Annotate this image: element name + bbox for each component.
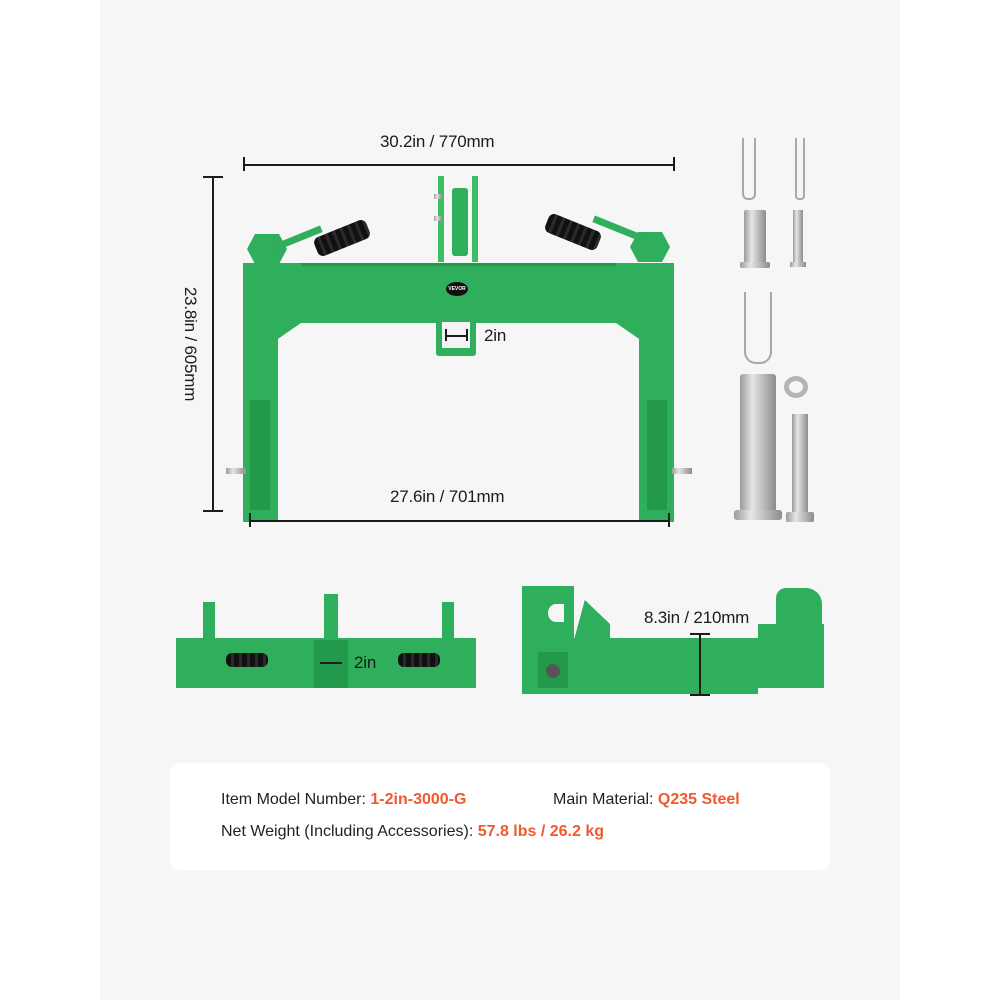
top-view-dimension-line bbox=[320, 662, 342, 664]
latch-plate-left bbox=[247, 234, 287, 264]
spec-weight: Net Weight (Including Accessories): 57.8… bbox=[221, 823, 604, 841]
dimension-tick bbox=[668, 513, 670, 527]
overall-width-label: 30.2in / 770mm bbox=[380, 132, 495, 151]
hex-bolt bbox=[792, 414, 808, 514]
overall-width-line bbox=[243, 164, 674, 166]
dimension-tick bbox=[673, 157, 675, 171]
spec-model-label: Item Model Number: bbox=[221, 791, 371, 808]
left-hook bbox=[250, 400, 270, 510]
clevis-pin-head bbox=[734, 510, 782, 520]
top-view-mast bbox=[324, 594, 338, 644]
dimension-tick bbox=[466, 329, 468, 341]
dimension-tick bbox=[249, 513, 251, 527]
cotter-pin-thin bbox=[795, 138, 805, 200]
crossbar-edge bbox=[243, 263, 674, 266]
hex-nut bbox=[784, 376, 808, 398]
depth-dimension-line bbox=[699, 634, 701, 696]
overall-height-label: 23.8in / 605mm bbox=[181, 286, 200, 402]
dimension-tick bbox=[243, 157, 245, 171]
pin-right bbox=[672, 468, 692, 474]
cotter-pin-small bbox=[742, 138, 756, 200]
dimension-tick bbox=[203, 176, 223, 178]
top-view-receiver bbox=[314, 640, 348, 688]
hitch-pin-clip bbox=[744, 292, 772, 364]
clevis-pin-small bbox=[744, 210, 766, 266]
top-view-latch bbox=[442, 602, 454, 642]
spec-model-value: 1-2in-3000-G bbox=[370, 791, 467, 808]
spec-card: Item Model Number: 1-2in-3000-G Main Mat… bbox=[170, 763, 830, 870]
bolt bbox=[434, 216, 442, 221]
top-view-grip-left bbox=[226, 653, 268, 667]
top-view-latch bbox=[203, 602, 215, 642]
brand-logo: VEVOR bbox=[446, 282, 468, 296]
inner-width-line bbox=[249, 520, 669, 522]
spec-model: Item Model Number: 1-2in-3000-G bbox=[221, 791, 466, 809]
dimension-tick bbox=[203, 510, 223, 512]
mast-link bbox=[452, 188, 468, 256]
spec-material-label: Main Material: bbox=[553, 791, 658, 808]
receiver-dimension-line bbox=[445, 335, 467, 337]
dimension-tick bbox=[690, 633, 710, 635]
side-view-rear-plate bbox=[758, 624, 824, 688]
spec-weight-label: Net Weight (Including Accessories): bbox=[221, 823, 478, 840]
dimension-tick bbox=[690, 694, 710, 696]
spec-weight-value: 57.8 lbs / 26.2 kg bbox=[477, 823, 604, 840]
hook-notch bbox=[548, 604, 564, 622]
top-view-grip-right bbox=[398, 653, 440, 667]
inner-width-label: 27.6in / 701mm bbox=[390, 487, 505, 506]
dimension-tick bbox=[445, 329, 447, 341]
bolt bbox=[434, 194, 442, 199]
depth-label: 8.3in / 210mm bbox=[644, 608, 750, 627]
clevis-pin-thin bbox=[793, 210, 803, 266]
receiver-size-label: 2in bbox=[484, 326, 507, 345]
side-view-rear-hook bbox=[776, 588, 822, 626]
right-hook bbox=[647, 400, 667, 510]
spec-material-value: Q235 Steel bbox=[657, 791, 740, 808]
spec-material: Main Material: Q235 Steel bbox=[553, 791, 740, 809]
top-view-receiver-label: 2in bbox=[354, 653, 377, 672]
clevis-pin-large bbox=[740, 374, 776, 512]
pin-left bbox=[226, 468, 246, 474]
side-view-bolt bbox=[546, 664, 560, 678]
clevis-pin-head bbox=[740, 262, 770, 268]
overall-height-line bbox=[212, 177, 214, 511]
clevis-pin-head bbox=[790, 262, 806, 267]
bolt-head bbox=[786, 512, 814, 522]
mast-plate bbox=[472, 176, 478, 262]
